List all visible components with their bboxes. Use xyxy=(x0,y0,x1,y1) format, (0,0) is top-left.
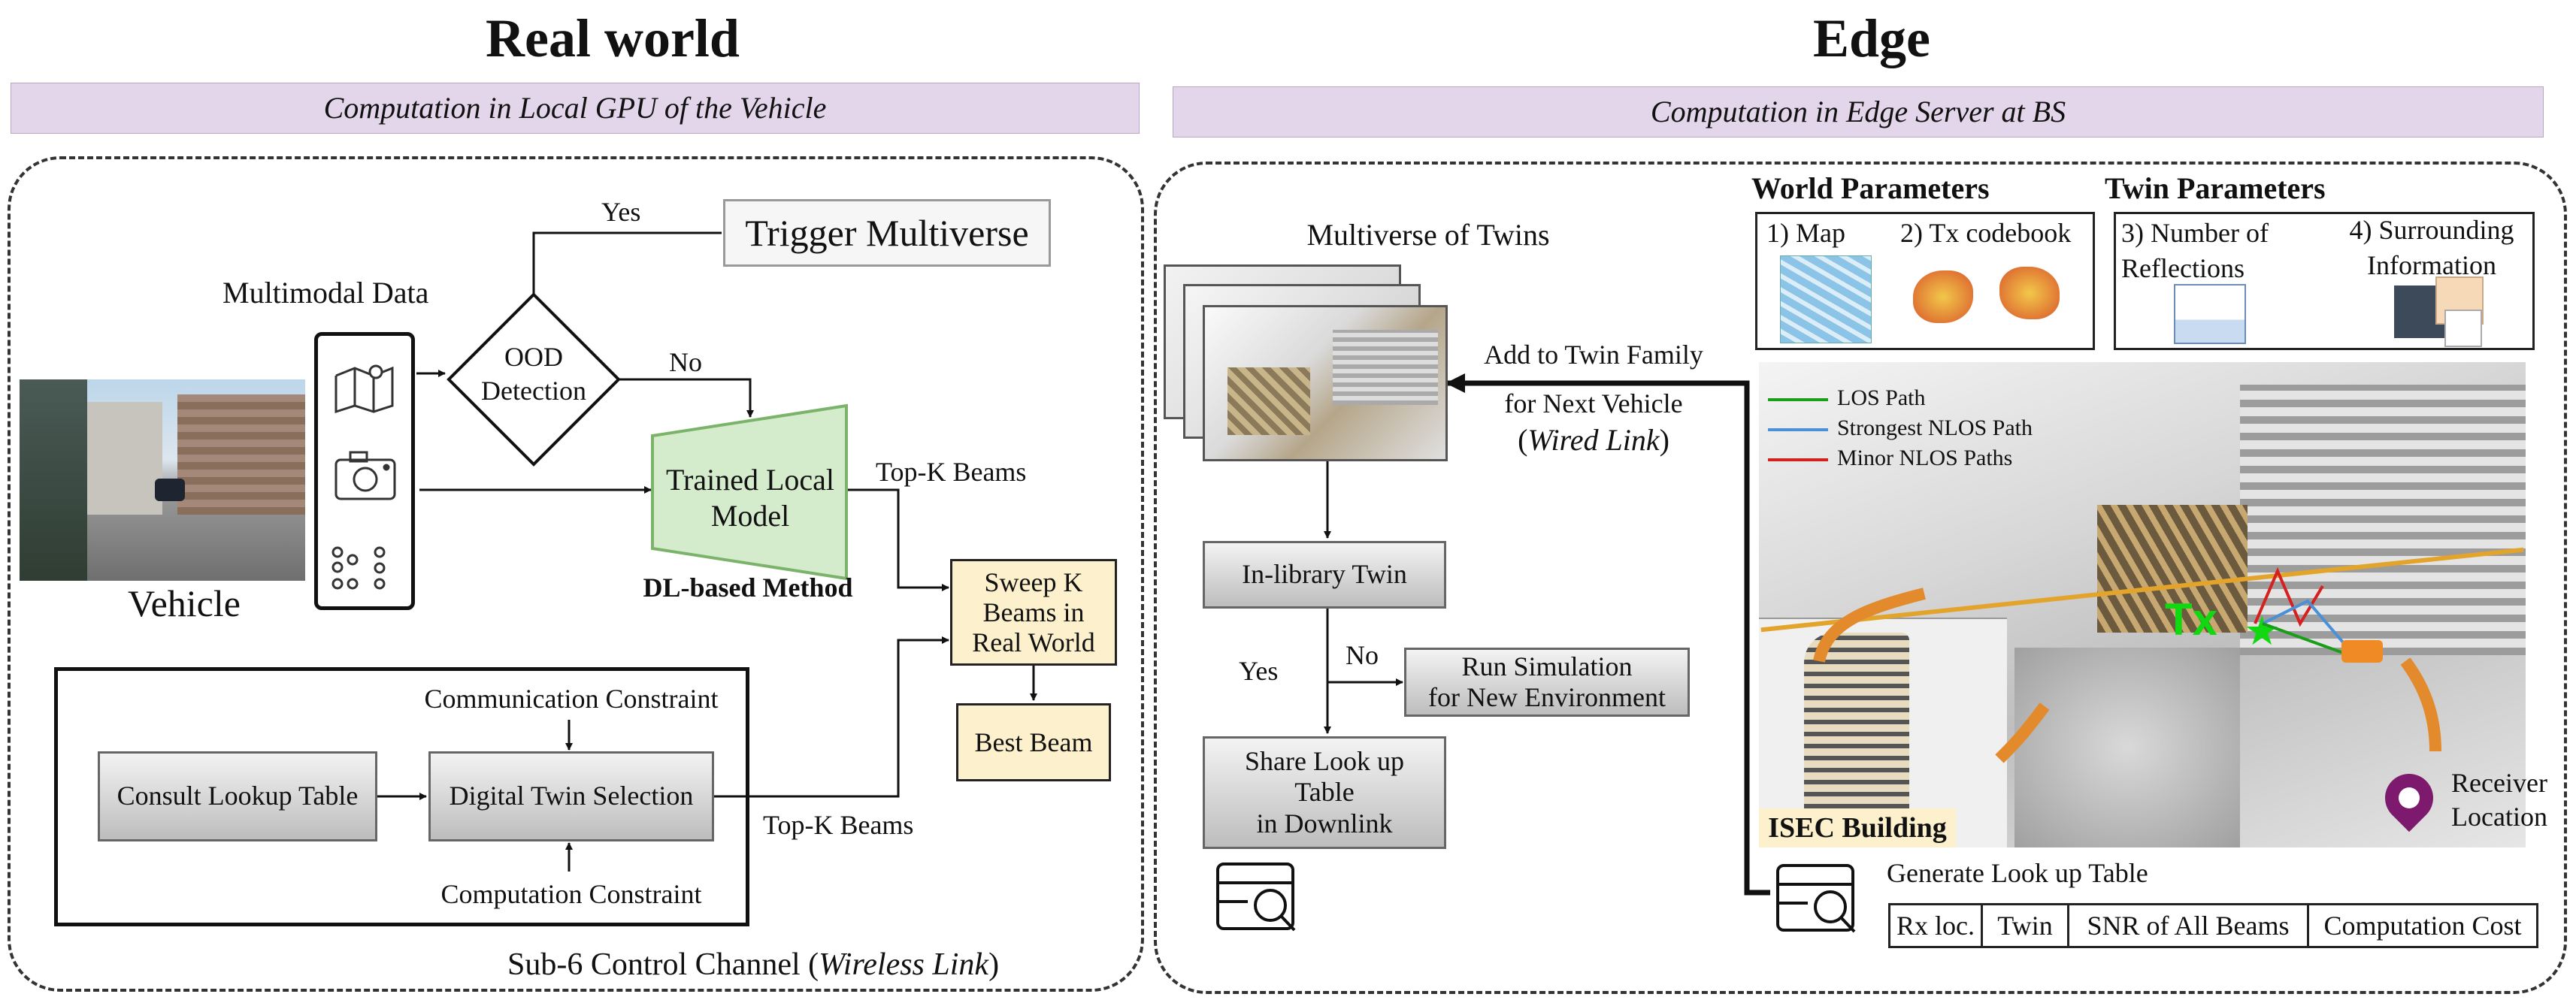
generate-label: Generate Look up Table xyxy=(1887,858,2148,888)
model-label-1: Trained Local xyxy=(665,463,835,497)
topk-label-2: Top-K Beams xyxy=(763,810,914,840)
reflections-label-2: Reflections xyxy=(2121,253,2245,283)
twin-params-title: Twin Parameters xyxy=(2105,171,2326,205)
car-marker xyxy=(2341,640,2383,663)
model-label-2: Model xyxy=(710,499,790,533)
twin-selection-box: Digital Twin Selection xyxy=(428,751,714,841)
control-channel-label: Sub-6 Control Channel (Wireless Link) xyxy=(507,947,1000,982)
tx-label: Tx xyxy=(2165,594,2218,645)
share-lookup-box: Share Look up Table in Downlink xyxy=(1203,736,1446,849)
camera-icon xyxy=(334,458,396,500)
best-beam-box: Best Beam xyxy=(956,703,1111,781)
lookup-table: Rx loc. Twin SNR of All Beams Computatio… xyxy=(1888,903,2538,948)
receiver-label-2: Location xyxy=(2451,802,2547,832)
strong-nlos-line xyxy=(1768,428,1828,432)
wired-link-label: (Wired Link) xyxy=(1518,423,1669,457)
add-twin-label-2: for Next Vehicle xyxy=(1504,388,1683,418)
multiverse-title: Multiverse of Twins xyxy=(1306,218,1550,252)
in-library-box: In-library Twin xyxy=(1203,541,1446,609)
comp-constraint-label: Computation Constraint xyxy=(440,879,702,909)
phone-device xyxy=(314,332,415,610)
multimodal-label: Multimodal Data xyxy=(222,276,429,310)
legend-minor: Minor NLOS Paths xyxy=(1768,443,2159,473)
world-params-title: World Parameters xyxy=(1751,171,1990,205)
local-gpu-banner: Computation in Local GPU of the Vehicle xyxy=(11,83,1140,134)
share-label-3: in Downlink xyxy=(1256,808,1393,838)
map-thumbnail xyxy=(1780,255,1872,343)
edge-title: Edge xyxy=(1812,8,1931,68)
ood-label-1: OOD xyxy=(504,342,563,372)
receiver-label-1: Receiver xyxy=(2451,768,2547,798)
map-label: 1) Map xyxy=(1766,218,1845,248)
codebook-label: 2) Tx codebook xyxy=(1900,218,2072,248)
yes-label: Yes xyxy=(601,197,641,227)
path-legend: LOS Path Strongest NLOS Path Minor NLOS … xyxy=(1768,383,2159,473)
map-icon xyxy=(334,366,394,414)
twin-params-box xyxy=(2114,212,2535,350)
codebook-pattern-1 xyxy=(1913,270,1973,323)
surround-cube-3 xyxy=(2444,310,2482,347)
car-shape xyxy=(155,479,185,501)
edge-frame xyxy=(1154,162,2567,994)
trigger-multiverse-box: Trigger Multiverse xyxy=(723,199,1051,267)
sweep-label-3: Real World xyxy=(972,627,1095,658)
consult-lookup-box: Consult Lookup Table xyxy=(98,751,377,841)
table-header-snr: SNR of All Beams xyxy=(2067,903,2309,948)
reflections-label-1: 3) Number of xyxy=(2121,218,2269,248)
real-world-title: Real world xyxy=(486,8,740,68)
sweep-label-1: Sweep K xyxy=(984,566,1083,597)
codebook-pattern-2 xyxy=(1999,267,2060,319)
ood-diamond xyxy=(446,292,621,467)
surround-label-2: Information xyxy=(2367,250,2496,280)
run-simulation-box: Run Simulation for New Environment xyxy=(1404,648,1690,717)
sweep-label-2: Beams in xyxy=(982,597,1085,627)
no-label: No xyxy=(669,347,702,377)
center-buildings xyxy=(2097,505,2248,633)
street-section xyxy=(2014,648,2240,847)
vehicle-photo xyxy=(20,379,305,581)
run-label-1: Run Simulation xyxy=(1461,651,1633,681)
control-channel-box xyxy=(54,667,749,926)
dots-icon xyxy=(331,546,386,590)
legend-strongest: Strongest NLOS Path xyxy=(1768,413,2159,443)
isec-building-shape xyxy=(1804,633,1909,820)
add-twin-label-1: Add to Twin Family xyxy=(1484,340,1703,370)
twin-card-3 xyxy=(1203,305,1448,461)
sweep-box: Sweep K Beams in Real World xyxy=(950,559,1117,666)
topk-label-1: Top-K Beams xyxy=(876,457,1027,487)
world-params-box xyxy=(1755,212,2095,350)
minor-nlos-line xyxy=(1768,458,1828,462)
vehicle-label: Vehicle xyxy=(128,582,241,624)
yes-label-right: Yes xyxy=(1239,656,1279,686)
los-line xyxy=(1768,398,1828,402)
ood-label-2: Detection xyxy=(481,376,586,406)
table-header-cost: Computation Cost xyxy=(2307,903,2538,948)
tx-star-icon: ★ xyxy=(2244,609,2281,654)
share-label-1: Share Look up xyxy=(1245,745,1404,776)
no-label-right: No xyxy=(1346,640,1379,670)
comm-constraint-label: Communication Constraint xyxy=(424,684,719,714)
legend-los: LOS Path xyxy=(1768,383,2159,413)
edge-server-banner: Computation in Edge Server at BS xyxy=(1173,86,2544,137)
dl-method-label: DL-based Method xyxy=(643,573,853,603)
table-header-rx: Rx loc. xyxy=(1888,903,1983,948)
real-world-frame xyxy=(8,156,1144,992)
share-label-2: Table xyxy=(1294,777,1355,808)
surround-label-1: 4) Surrounding xyxy=(2349,215,2514,245)
isec-building-label: ISEC Building xyxy=(1759,808,1956,847)
run-label-2: for New Environment xyxy=(1428,682,1666,712)
table-header-twin: Twin xyxy=(1981,903,2069,948)
parking-structure xyxy=(2240,385,2526,655)
reflection-icon xyxy=(2174,284,2246,344)
